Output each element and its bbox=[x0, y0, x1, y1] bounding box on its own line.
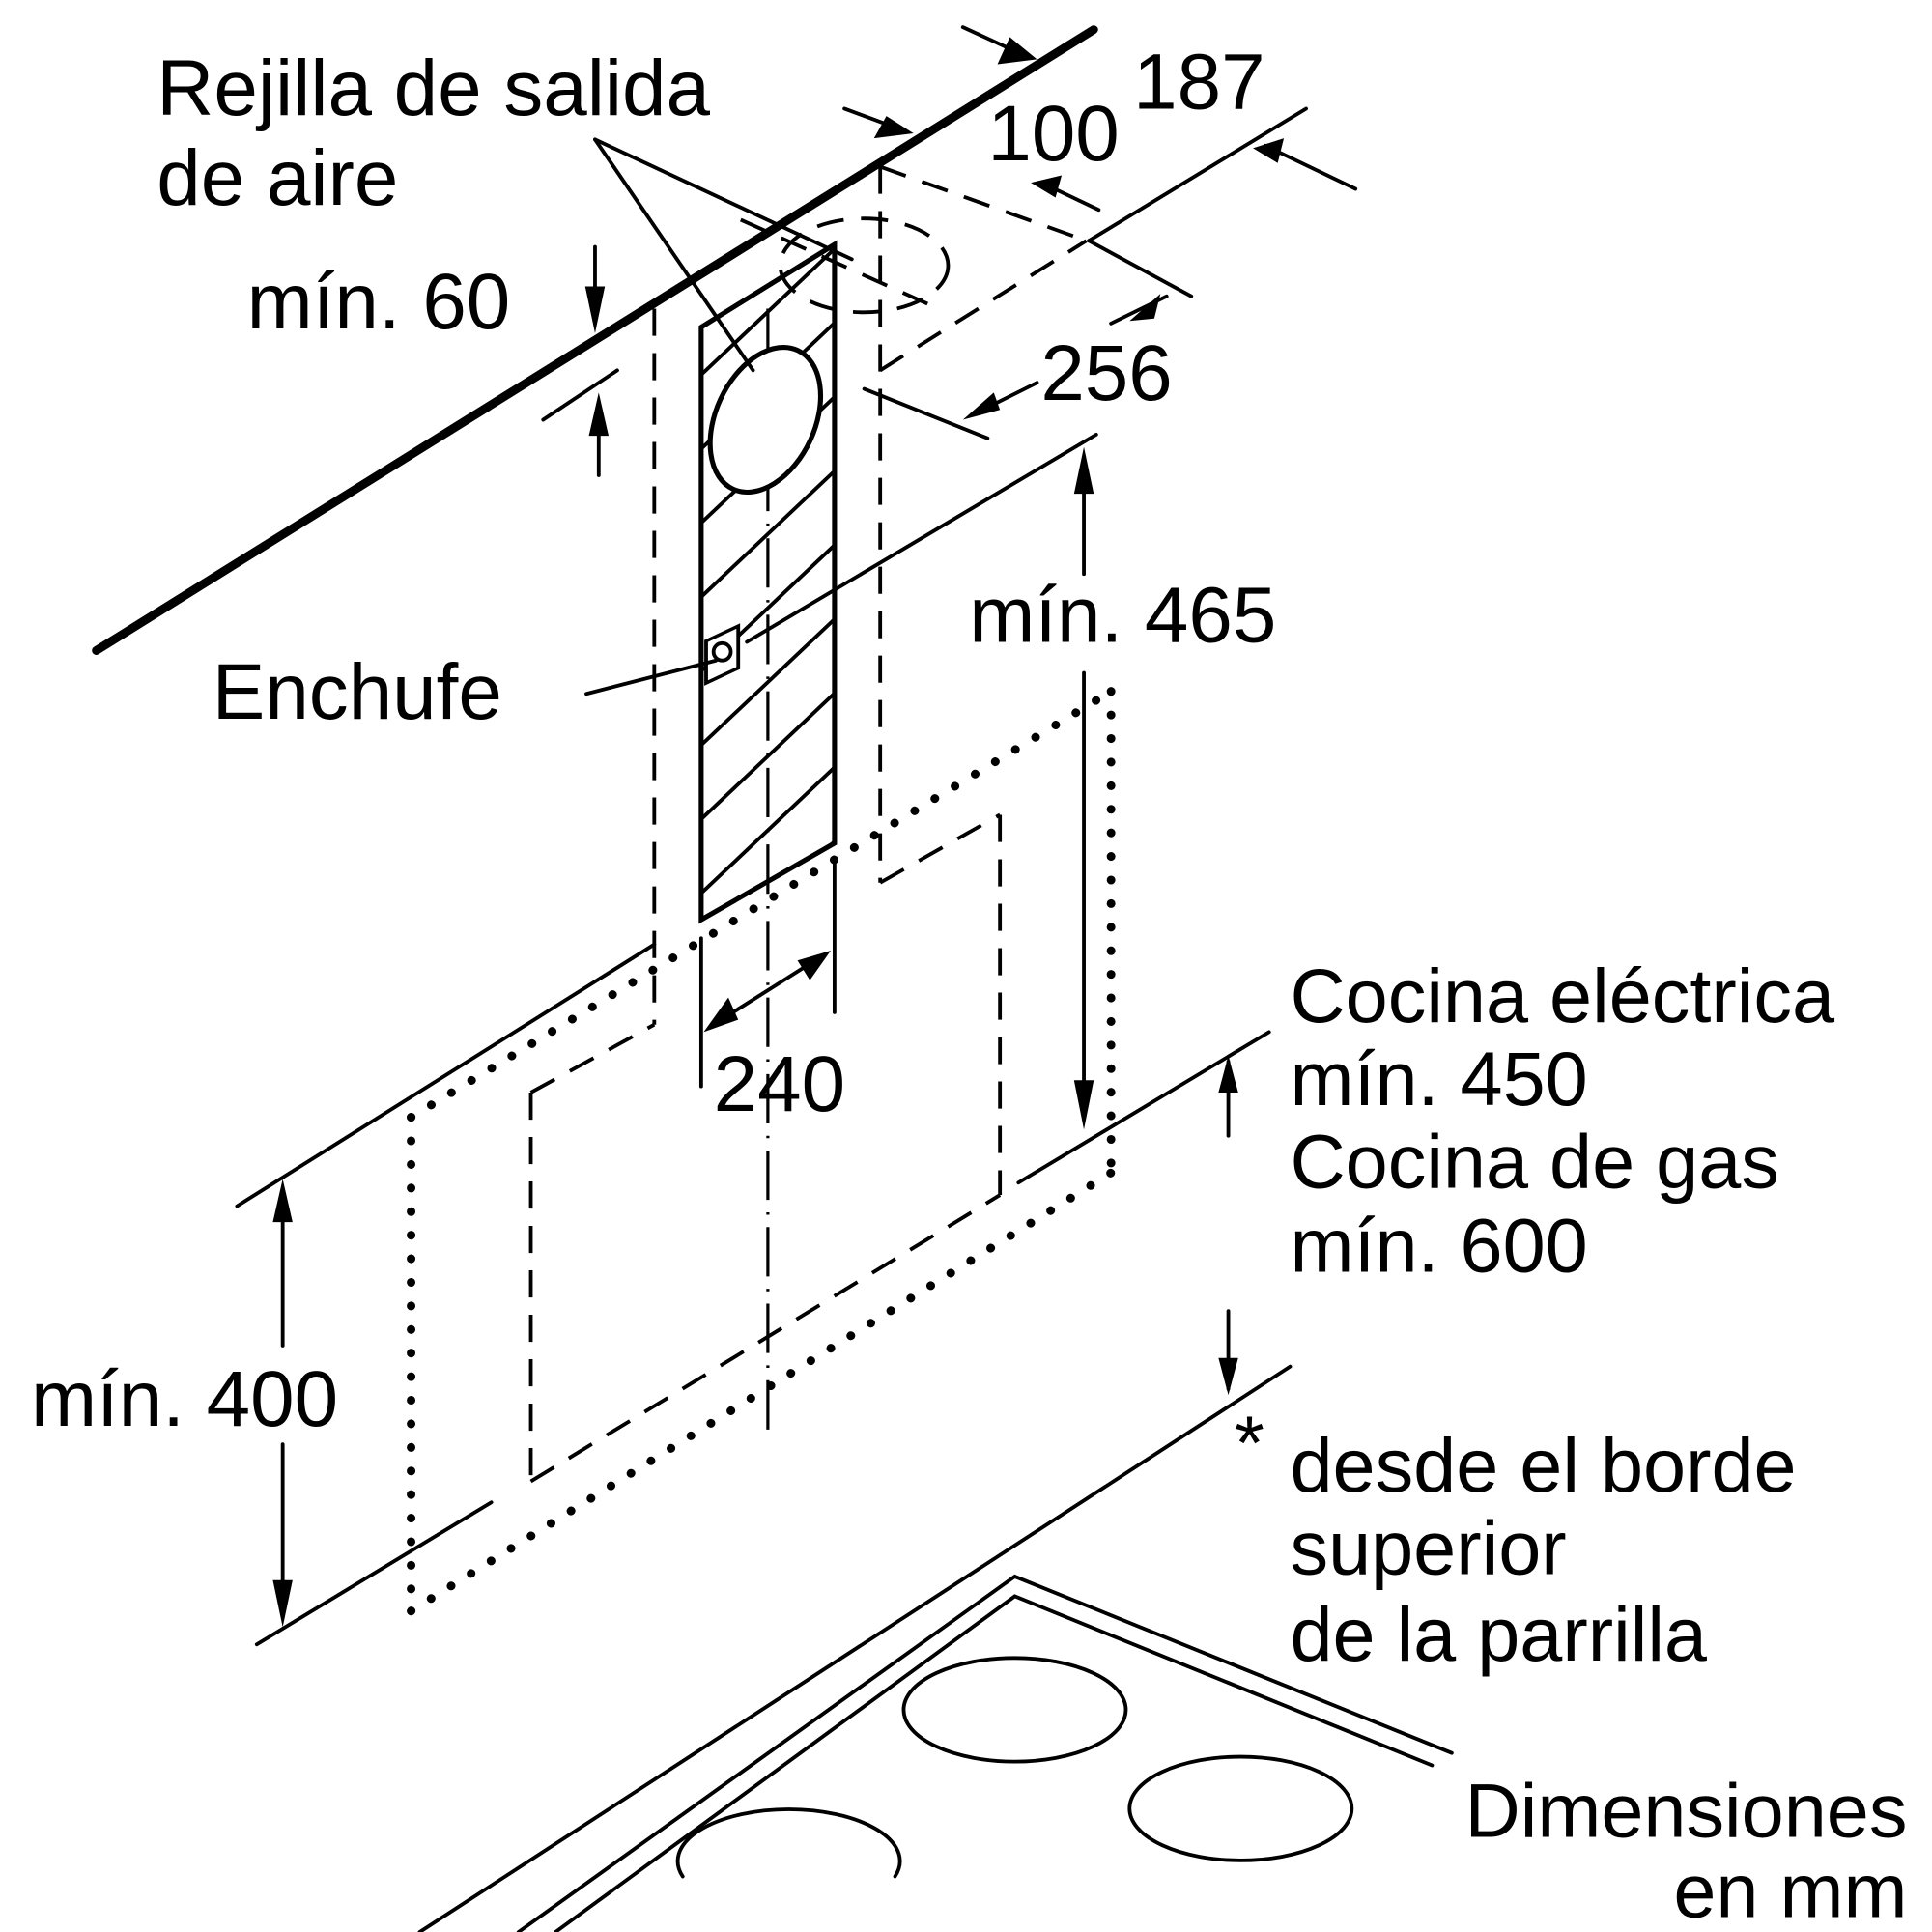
dimension-240 bbox=[698, 862, 837, 1089]
label-air-outlet-2: de aire bbox=[156, 134, 398, 222]
cooktop bbox=[516, 1574, 1454, 1932]
dimension-min-60 bbox=[541, 244, 619, 477]
label-footnote-1: desde el borde bbox=[1290, 1422, 1796, 1508]
hood-outline-dotted bbox=[407, 687, 1116, 1616]
label-187: 187 bbox=[1133, 38, 1264, 126]
label-gas-hob: Cocina de gas bbox=[1290, 1118, 1778, 1204]
label-min-465: mín. 465 bbox=[969, 572, 1276, 660]
duct-outline-dashed bbox=[528, 164, 1088, 1484]
label-footnote-3: de la parrilla bbox=[1290, 1591, 1707, 1677]
air-outlet-circle bbox=[707, 344, 824, 496]
label-units-2: en mm bbox=[1673, 1848, 1907, 1932]
label-min-60: mín. 60 bbox=[247, 258, 511, 346]
dimension-min-400 bbox=[235, 942, 657, 1647]
label-air-outlet-1: Rejilla de salida bbox=[156, 44, 710, 132]
hatched-wall-panel bbox=[698, 240, 838, 924]
label-min-600: mín. 600 bbox=[1290, 1202, 1587, 1288]
ceiling-line bbox=[92, 25, 1098, 655]
air-outlet-leaders bbox=[584, 137, 1098, 696]
socket-icon bbox=[704, 623, 741, 686]
label-socket: Enchufe bbox=[213, 648, 502, 736]
label-electric-hob: Cocina eléctrica bbox=[1290, 952, 1835, 1038]
footnote-marker: * bbox=[1235, 1400, 1264, 1486]
dimension-hob-clearance bbox=[417, 1030, 1293, 1932]
burner bbox=[675, 1807, 902, 1879]
burner bbox=[901, 1656, 1128, 1764]
dimension-min-465 bbox=[1073, 446, 1094, 1130]
label-100: 100 bbox=[987, 90, 1119, 178]
label-footnote-2: superior bbox=[1290, 1504, 1566, 1590]
label-240: 240 bbox=[714, 1040, 845, 1128]
burner bbox=[1127, 1754, 1354, 1862]
label-units-1: Dimensiones bbox=[1465, 1768, 1908, 1854]
label-256: 256 bbox=[1040, 329, 1172, 417]
label-min-450: mín. 450 bbox=[1290, 1036, 1587, 1122]
dimension-187-100 bbox=[842, 25, 1358, 243]
label-min-400: mín. 400 bbox=[31, 1355, 338, 1443]
